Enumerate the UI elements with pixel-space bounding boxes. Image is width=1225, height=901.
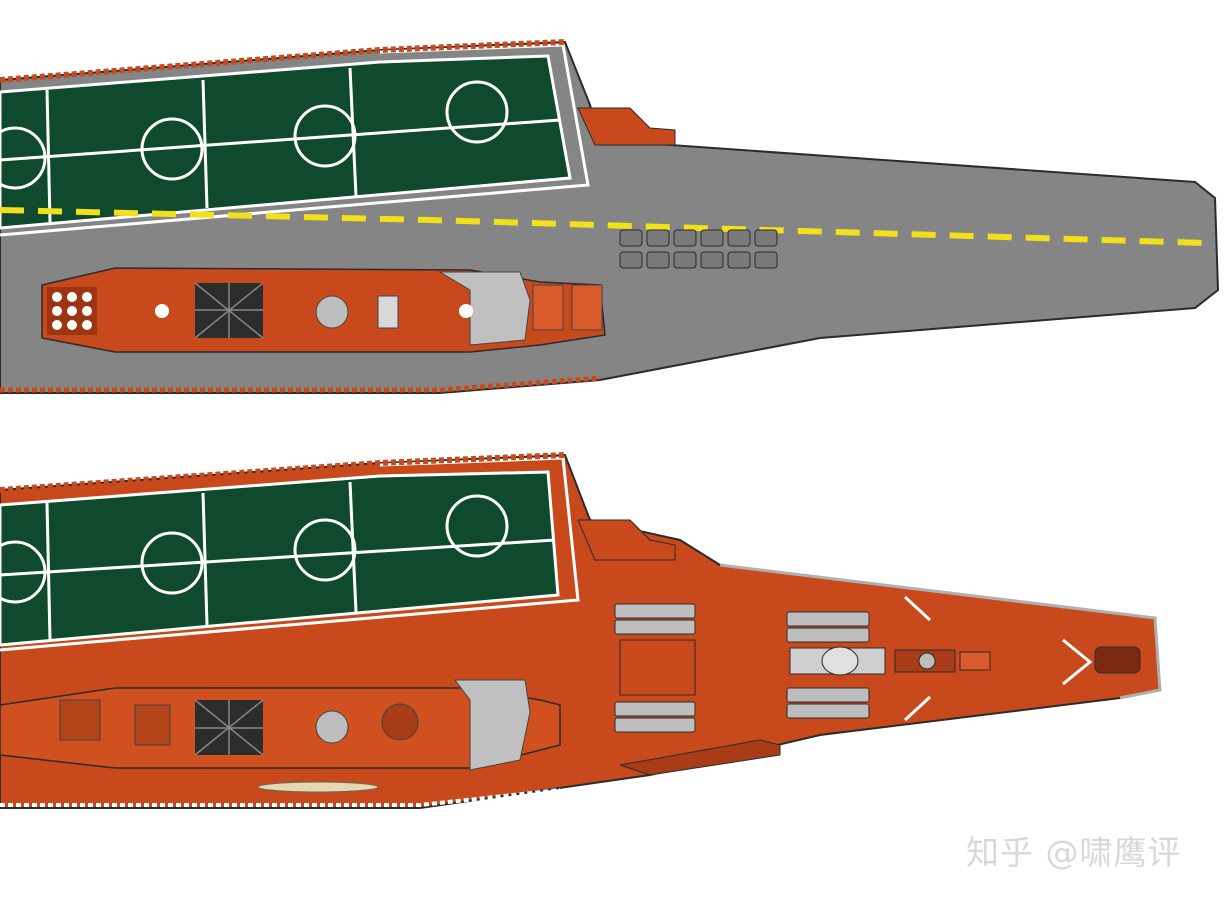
bottom-hull-railing [0,788,561,807]
bottom-missile-launchers [614,603,870,733]
bottom-island [0,679,561,771]
top-bow-markings [619,229,778,269]
ship-variant-top [0,39,1220,394]
bottom-dome [315,710,349,744]
top-vls-cells [52,292,92,330]
top-angled-deck [0,54,572,230]
bottom-deck-railing [0,452,566,493]
top-centerline [0,207,1206,246]
top-island [41,267,606,353]
bottom-boat [257,781,379,793]
bottom-aft-sponson [619,739,781,776]
top-helipad-circles [0,80,509,190]
top-hull-railing [0,375,601,393]
top-dome [315,295,349,329]
bottom-bow-markings [903,595,1093,722]
top-bow-sponson [577,107,676,146]
bottom-helipad-circles [0,494,509,604]
top-deck-railing [0,39,566,83]
watermark: 知乎 @啸鹰评 [966,833,1182,872]
bottom-deck-panel-lines [0,481,556,641]
ship-variant-bottom [0,452,1162,809]
top-deck-panel-lines [0,67,561,223]
bottom-bow-turrets [619,639,1141,696]
bottom-bow-rim [719,563,1162,700]
bottom-bow-sponson [577,519,676,561]
